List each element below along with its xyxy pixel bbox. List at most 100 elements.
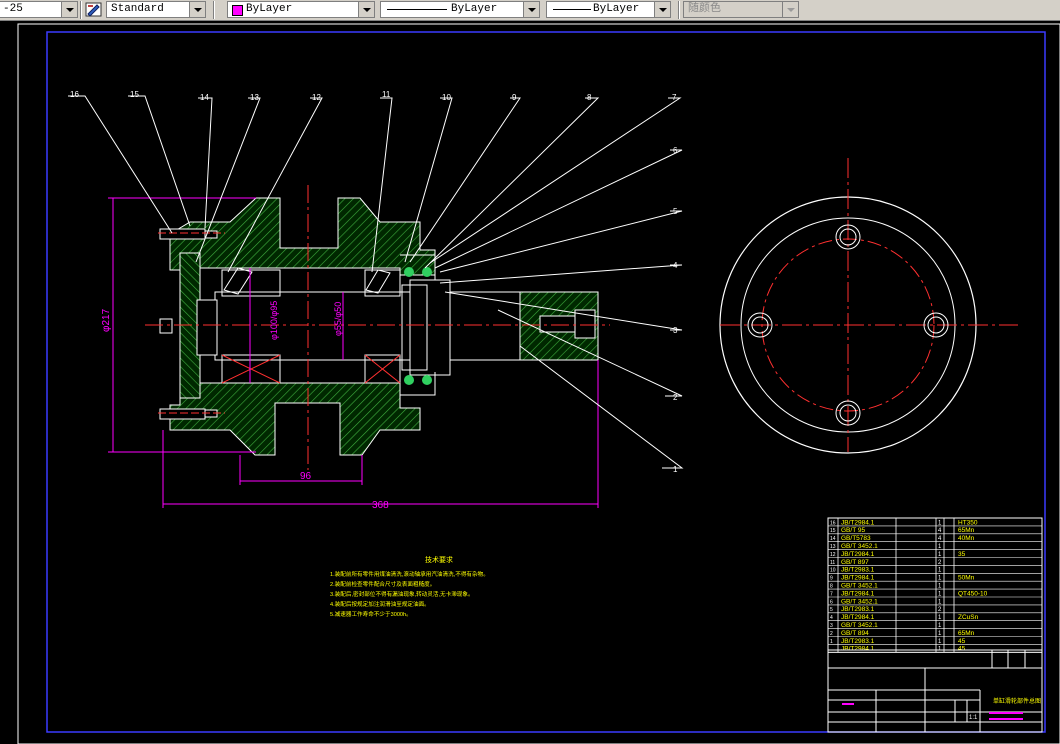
dimstyle-dropdown[interactable]: -25	[0, 1, 78, 18]
note-line: 1.装配前所有零件用煤油清洗,滚动轴承用汽油清洗,不得有杂物。	[330, 570, 489, 578]
bom-cell: JB/T2983.1	[841, 638, 875, 645]
leader-label: 1	[673, 465, 678, 474]
bom-cell: 5	[830, 607, 833, 613]
leader-label: 7	[672, 93, 677, 102]
bom-cell: 45	[958, 646, 966, 653]
bom-cell: GB/T5783	[841, 535, 871, 542]
bom-cell: 4	[938, 536, 942, 542]
leader-label: 5	[673, 207, 678, 216]
seal-ring	[404, 267, 414, 277]
leader-label: 14	[200, 93, 209, 102]
seal-housing	[400, 254, 436, 396]
end-view	[719, 158, 1018, 454]
textstyle-dropdown[interactable]: Standard	[106, 1, 206, 18]
bom-cell: 1	[938, 631, 942, 637]
bom-cell: 2	[830, 631, 833, 637]
dimensions	[108, 197, 599, 508]
bom-cell: 35	[958, 551, 966, 558]
bom-cell: 4	[830, 615, 833, 621]
bom-cell: 8	[830, 584, 833, 590]
bom-cell: 1	[938, 639, 942, 645]
chevron-down-icon[interactable]	[189, 2, 205, 17]
leader-label: 13	[250, 93, 259, 102]
note-line: 3.装配后,密封部位不得有漏油现象,转动灵活,无卡滞现象。	[330, 590, 474, 598]
chevron-down-icon[interactable]	[523, 2, 539, 17]
bom-cell: 1	[938, 552, 942, 558]
note-line: 2.装配前检查零件配合尺寸及表面粗糙度。	[330, 580, 435, 588]
bom-cell: 16	[830, 520, 836, 526]
textstyle-value: Standard	[111, 3, 164, 15]
drawing-canvas[interactable]: φ217 φ100/φ95 φ55/φ50 96 368 16 15 14 13…	[0, 20, 1060, 744]
bearing-left-top	[221, 269, 281, 297]
chevron-down-icon[interactable]	[61, 2, 77, 17]
bom-cell: 6	[830, 599, 833, 605]
bom-cell: 15	[830, 528, 836, 534]
bom-cell: 1	[938, 615, 942, 621]
seal-ring	[422, 267, 432, 277]
bom-cell: 12	[830, 552, 836, 558]
chevron-down-icon[interactable]	[654, 2, 670, 17]
bom-cell: JB/T2984.1	[841, 551, 875, 558]
color-swatch-icon	[232, 5, 243, 16]
bom-cell: JB/T2983.1	[841, 567, 875, 574]
bom-cell: GB/T 3452.1	[841, 598, 878, 605]
bom-cell: GB/T 3452.1	[841, 543, 878, 550]
dim-d217: φ217	[101, 308, 112, 332]
dim-d100: φ100/φ95	[269, 301, 279, 340]
end-cap-bore	[196, 299, 218, 356]
plotstyle-dropdown: 随颜色	[683, 1, 799, 18]
toolbar-separator	[213, 1, 215, 19]
section-view	[145, 185, 610, 470]
plotstyle-value: 随颜色	[688, 3, 721, 15]
seal-ring	[404, 375, 414, 385]
bom-cell: 14	[830, 536, 836, 542]
leader-label: 11	[382, 90, 391, 99]
bom-cell: 1	[938, 591, 942, 597]
dim-368: 368	[372, 500, 389, 511]
color-dropdown[interactable]: ByLayer	[227, 1, 375, 18]
axle-bolt-head	[574, 309, 596, 339]
bom-cell: 3	[830, 623, 833, 629]
bom-cell: 1	[938, 599, 942, 605]
bom-cell: 4	[938, 528, 942, 534]
technical-notes: 技术要求 1.装配前所有零件用煤油清洗,滚动轴承用汽油清洗,不得有杂物。 2.装…	[330, 555, 489, 618]
bolt-top-end	[204, 230, 218, 239]
leader-label: 9	[512, 93, 517, 102]
bom-cell: GB/T 3452.1	[841, 583, 878, 590]
lineweight-dropdown[interactable]: ByLayer	[546, 1, 671, 18]
sheet-border-inner	[46, 31, 1046, 733]
bolt-bottom	[159, 408, 206, 420]
bom-cell: 1	[938, 568, 942, 574]
title-block-mark	[989, 718, 1023, 720]
bearing-cross	[221, 354, 281, 384]
bearing-right-top	[364, 269, 401, 297]
bom-cell: 65Mn	[958, 630, 975, 637]
leader-label: 4	[673, 261, 678, 270]
bom-cell: 10	[830, 568, 836, 574]
chevron-down-icon	[782, 2, 798, 17]
bom-cell: GB/T 897	[841, 559, 869, 566]
title-block	[827, 649, 1043, 733]
note-line: 5.减速器工作寿命不少于3000h。	[330, 610, 412, 618]
bom-cell: 2	[938, 560, 942, 566]
bom-cell: JB/T2984.1	[841, 614, 875, 621]
bom-cell: 2	[938, 607, 942, 613]
dimstyle-value: -25	[3, 3, 23, 15]
bom-cell: JB/T2984.1	[841, 575, 875, 582]
leader-label: 6	[673, 146, 678, 155]
title-block-mark	[989, 712, 1023, 714]
bearing-left-bottom	[221, 354, 281, 384]
text-style-icon[interactable]	[85, 2, 103, 18]
bom-cell: 7	[830, 591, 833, 597]
bom-cell: 1	[938, 520, 942, 526]
bom-cell: JB/T2983.1	[841, 606, 875, 613]
chevron-down-icon[interactable]	[358, 2, 374, 17]
toolbar-separator	[678, 1, 680, 19]
linetype-dropdown[interactable]: ByLayer	[380, 1, 540, 18]
bolt-top	[159, 228, 206, 240]
bom-cell: GB/T 894	[841, 630, 869, 637]
toolbar-separator	[80, 1, 82, 19]
leaders	[68, 95, 684, 469]
dim-d55: φ55/φ50	[333, 302, 343, 336]
